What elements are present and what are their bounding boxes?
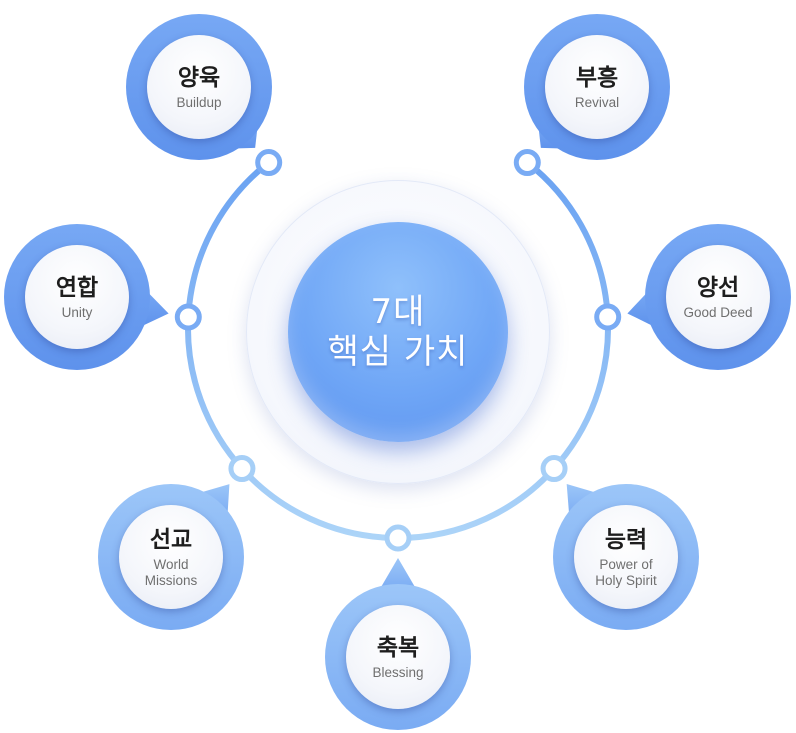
value-english-line: Revival bbox=[574, 94, 620, 110]
value-english-line: Unity bbox=[61, 304, 93, 320]
center-circle: 7대 핵심 가치 bbox=[288, 222, 508, 442]
ring-dot-unity bbox=[174, 303, 202, 331]
center-title-line1: 7대 bbox=[370, 292, 426, 332]
value-korean-label: 양육 bbox=[177, 64, 221, 91]
value-english-line: Blessing bbox=[372, 664, 424, 680]
value-english-label: Revival bbox=[575, 95, 619, 111]
value-node-good-deed: 양선 Good Deed bbox=[666, 245, 770, 349]
value-english-line: Buildup bbox=[176, 94, 222, 110]
value-korean-label: 능력 bbox=[604, 526, 648, 553]
value-node-revival: 부흥 Revival bbox=[545, 35, 649, 139]
value-korean-label: 연합 bbox=[55, 274, 99, 301]
ring-dot-good-deed bbox=[594, 303, 622, 331]
center-title-line2: 핵심 가치 bbox=[327, 332, 469, 372]
value-node-buildup: 양육 Buildup bbox=[147, 35, 251, 139]
ring-dot-power-of-holy-spirit bbox=[540, 455, 568, 483]
value-english-label: Unity bbox=[62, 305, 93, 321]
ring-dot-buildup bbox=[255, 149, 283, 177]
value-korean-label: 축복 bbox=[376, 634, 420, 661]
value-english-line: Power of bbox=[599, 556, 653, 572]
value-english-line: Missions bbox=[144, 572, 198, 588]
value-english-line: World bbox=[153, 556, 189, 572]
value-english-line: Good Deed bbox=[683, 304, 753, 320]
value-korean-label: 양선 bbox=[696, 274, 740, 301]
value-english-label: Blessing bbox=[372, 665, 423, 681]
value-node-blessing: 축복 Blessing bbox=[346, 605, 450, 709]
value-node-unity: 연합 Unity bbox=[25, 245, 129, 349]
ring-dot-blessing bbox=[384, 524, 412, 552]
ring-dot-revival bbox=[513, 149, 541, 177]
value-english-line: Holy Spirit bbox=[595, 572, 657, 588]
value-korean-label: 부흥 bbox=[575, 64, 619, 91]
value-korean-label: 선교 bbox=[149, 526, 193, 553]
bubble-tail bbox=[378, 558, 418, 591]
value-english-label: Good Deed bbox=[683, 305, 752, 321]
value-english-label: Buildup bbox=[176, 95, 221, 111]
ring-dot-world-missions bbox=[228, 455, 256, 483]
